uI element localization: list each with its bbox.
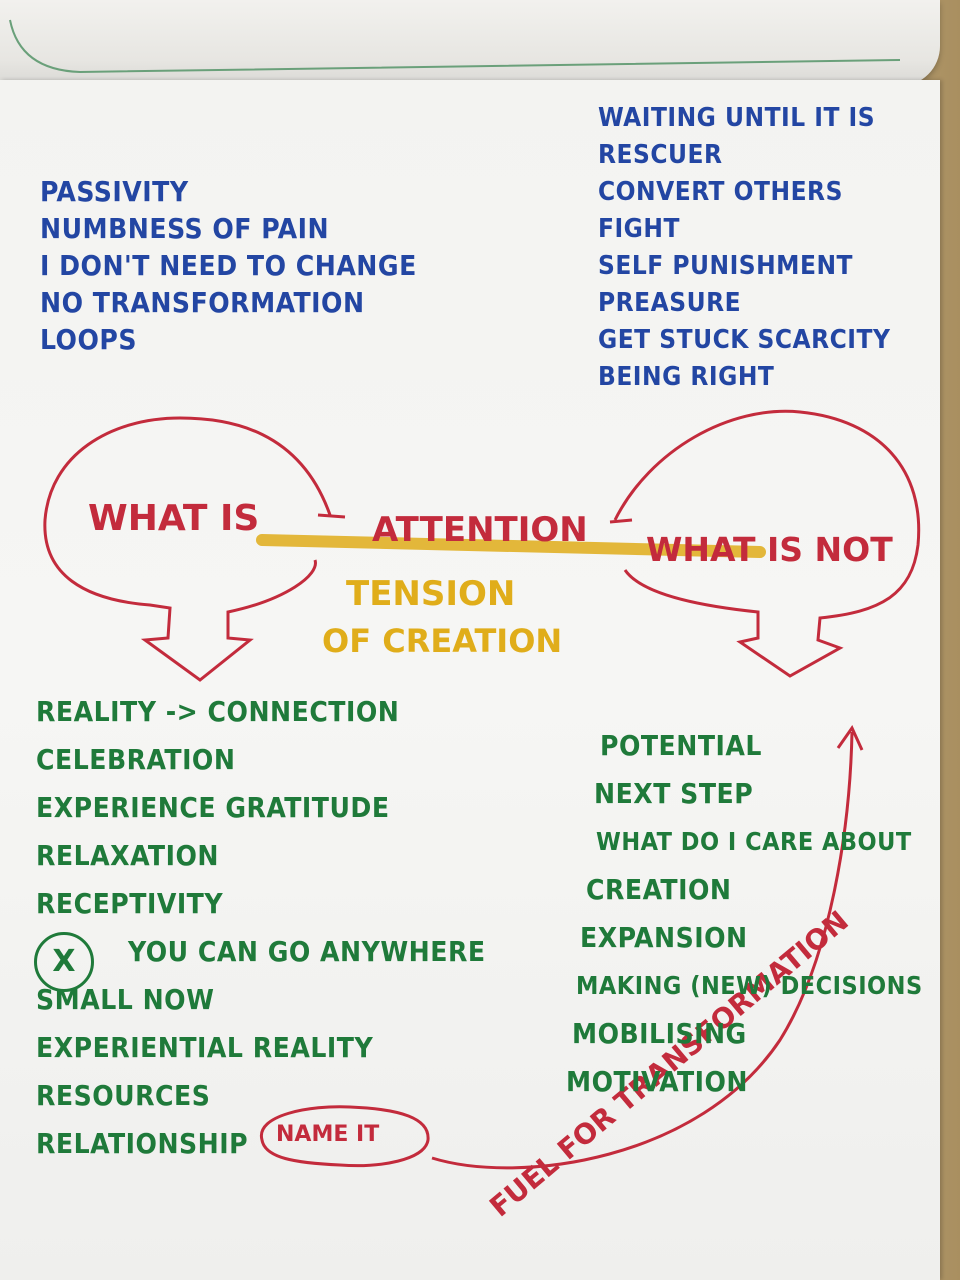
transformation-arrowhead: [836, 724, 864, 751]
tension-highlight-stroke: [256, 534, 766, 558]
green-right-item: POTENTIAL: [600, 729, 762, 762]
flipchart-sheet: [0, 80, 940, 1280]
right-bubble-arrow-outline: [613, 409, 921, 678]
what-is-label: WHAT IS: [88, 498, 260, 539]
green-left-item: EXPERIENCE GRATITUDE: [36, 791, 390, 824]
green-left-item: EXPERIENTIAL REALITY: [36, 1031, 374, 1064]
blue-left-list: PASSIVITY NUMBNESS OF PAIN I DON'T NEED …: [40, 173, 417, 358]
green-right-item: MOBILISING: [572, 1017, 747, 1050]
connector-dash-right: [609, 518, 633, 524]
green-left-item: RECEPTIVITY: [36, 887, 224, 920]
blue-right-item: PREASURE: [598, 288, 742, 318]
transformation-arrow: [431, 731, 854, 1170]
tension-label: TENSION: [346, 574, 516, 614]
green-right-list: POTENTIAL NEXT STEP WHAT DO I CARE ABOUT…: [566, 722, 923, 1106]
blue-left-item: NO TRANSFORMATION: [40, 286, 365, 319]
green-left-item: SMALL NOW: [36, 983, 215, 1016]
green-right-item: MAKING (NEW) DECISIONS: [576, 971, 923, 1000]
blue-right-list: WAITING UNTIL IT IS RESCUER CONVERT OTHE…: [598, 100, 890, 396]
green-right-item: NEXT STEP: [594, 777, 754, 810]
of-creation-label: OF CREATION: [322, 622, 563, 660]
attention-label: ATTENTION: [372, 510, 588, 550]
blue-right-item: BEING RIGHT: [598, 362, 775, 392]
green-left-item: YOU CAN GO ANYWHERE: [128, 935, 486, 968]
connector-dash-left: [317, 513, 346, 519]
green-left-item: CELEBRATION: [36, 743, 236, 776]
blue-right-item: CONVERT OTHERS: [598, 177, 843, 207]
blue-right-item: WAITING UNTIL IT IS: [598, 103, 876, 133]
blue-left-item: NUMBNESS OF PAIN: [40, 212, 330, 245]
green-left-item: REALITY -> CONNECTION: [36, 695, 400, 728]
green-left-item: RELAXATION: [36, 839, 219, 872]
left-bubble-arrow-outline: [43, 416, 332, 682]
what-is-not-label: WHAT IS NOT: [646, 530, 893, 569]
green-right-item: MOTIVATION: [566, 1065, 748, 1098]
blue-right-item: SELF PUNISHMENT: [598, 251, 853, 281]
name-it-oval: [260, 1105, 430, 1168]
blue-right-item: RESCUER: [598, 140, 723, 170]
green-left-item: RELATIONSHIP: [36, 1127, 249, 1160]
blue-left-item: PASSIVITY: [40, 175, 189, 208]
blue-right-item: FIGHT: [598, 214, 680, 244]
green-left-list: REALITY -> CONNECTION CELEBRATION EXPERI…: [36, 688, 486, 1168]
green-right-item: CREATION: [586, 873, 732, 906]
circled-x-icon: X: [34, 932, 94, 992]
blue-right-item: GET STUCK SCARCITY: [598, 325, 891, 355]
green-right-item: WHAT DO I CARE ABOUT: [596, 827, 912, 856]
curl-edge-line: [9, 19, 901, 74]
blue-left-item: LOOPS: [40, 323, 137, 356]
green-right-item: EXPANSION: [580, 921, 748, 954]
name-it-label: NAME IT: [276, 1122, 380, 1147]
green-left-item: RESOURCES: [36, 1079, 211, 1112]
blue-left-item: I DON'T NEED TO CHANGE: [40, 249, 417, 282]
